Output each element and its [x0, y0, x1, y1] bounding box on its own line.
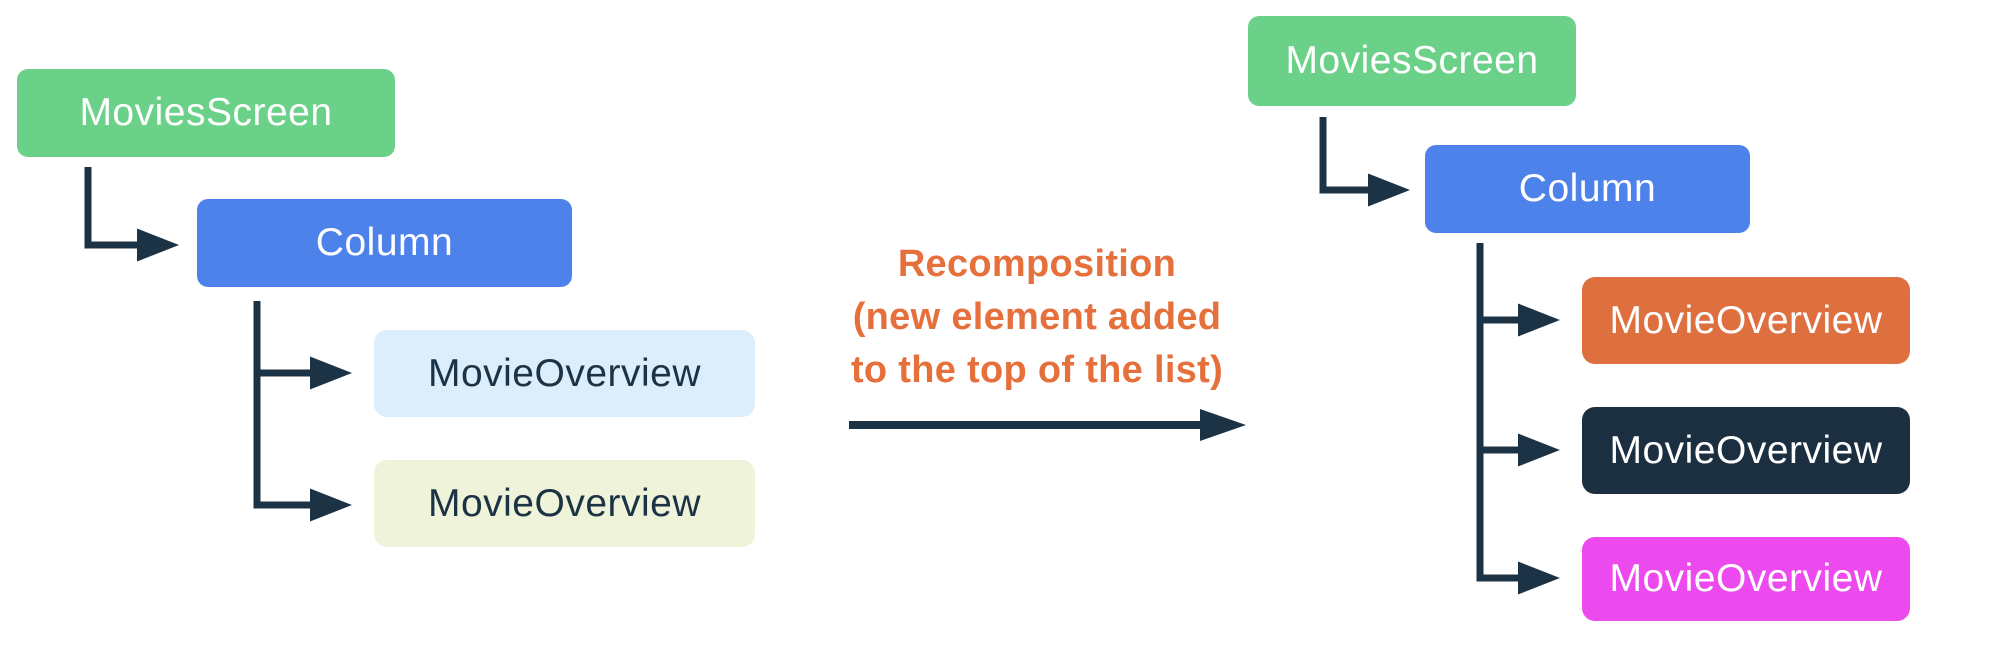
after-movieoverview-node-3: MovieOverview	[1582, 537, 1910, 621]
arrowhead-icon	[310, 356, 352, 390]
before-column-node: Column	[197, 199, 572, 287]
before-trunk-line	[253, 301, 310, 509]
before-tree-arrowheads	[137, 228, 352, 522]
recomposition-label-line-2: (new element added	[852, 296, 1222, 338]
after-column-node: Column	[1425, 145, 1750, 233]
after-elbow-line	[1319, 117, 1368, 194]
before-moviesscreen-node: MoviesScreen	[17, 69, 395, 157]
arrowhead-icon	[310, 488, 352, 522]
before-movieoverview-node-1: MovieOverview	[374, 330, 755, 417]
after-tree-connectors	[1319, 117, 1518, 582]
arrowhead-icon	[1368, 173, 1410, 207]
after-trunk-line	[1476, 243, 1518, 582]
before-elbow-line	[84, 167, 137, 249]
arrowhead-icon	[1518, 303, 1560, 337]
arrowhead-icon	[137, 228, 179, 262]
after-moviesscreen-node: MoviesScreen	[1248, 16, 1576, 106]
arrowhead-icon	[1518, 561, 1560, 595]
transition-arrowhead-icon	[1200, 409, 1246, 441]
arrowhead-icon	[1518, 433, 1560, 467]
before-tree-connectors	[84, 167, 310, 509]
recomposition-label-line-1: Recomposition	[897, 243, 1177, 285]
after-movieoverview-node-2: MovieOverview	[1582, 407, 1910, 494]
before-movieoverview-node-2: MovieOverview	[374, 460, 755, 547]
recomposition-label-line-3: to the top of the list)	[850, 349, 1224, 391]
after-movieoverview-node-1: MovieOverview	[1582, 277, 1910, 364]
after-tree-arrowheads	[1368, 173, 1560, 595]
recomposition-label: Recomposition (new element added to the …	[812, 238, 1262, 397]
